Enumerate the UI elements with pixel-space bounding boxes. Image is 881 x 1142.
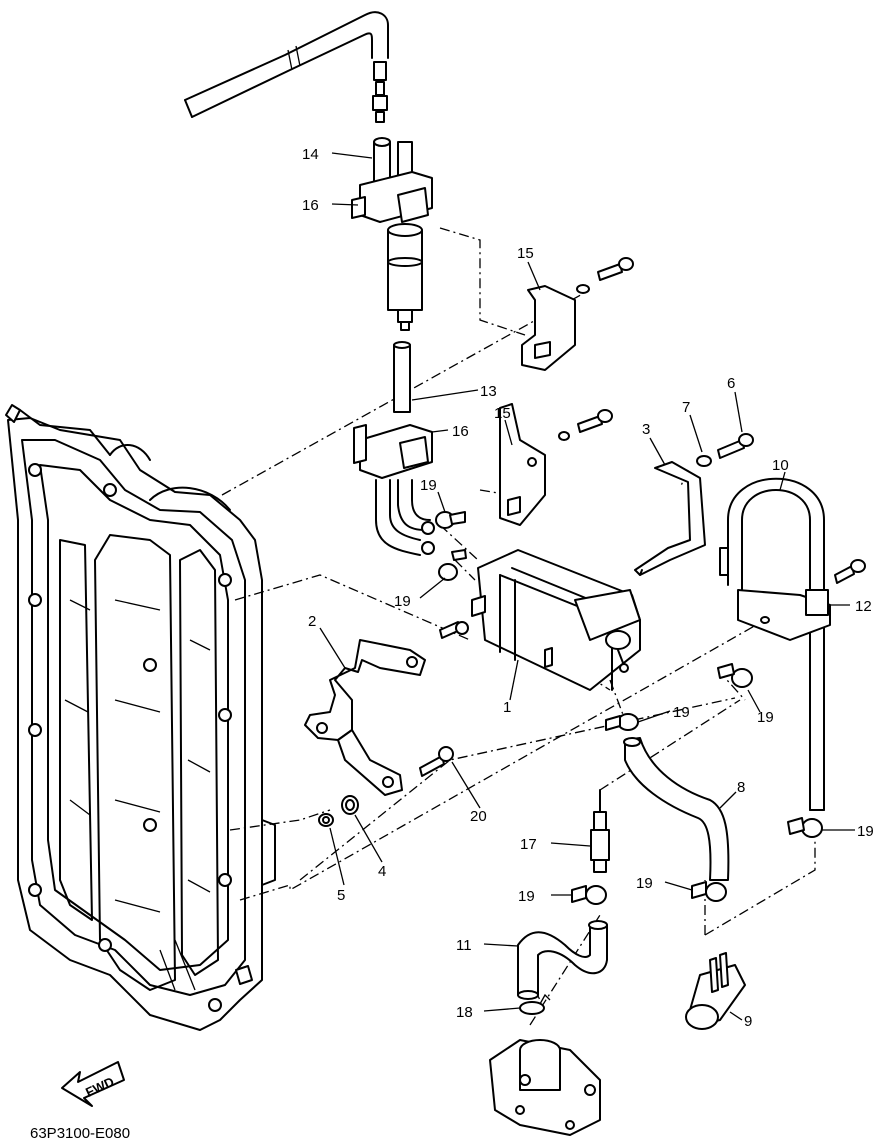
callout-16-bottom: 16 bbox=[452, 423, 469, 440]
engine-frame bbox=[5, 404, 276, 1031]
figure-code: 63P3100-E080 bbox=[30, 1125, 130, 1142]
callout-labels: 14 16 15 13 16 15 6 7 3 10 12 19 19 2 1 … bbox=[302, 146, 874, 1030]
callout-20: 20 bbox=[470, 808, 487, 825]
callout-1: 1 bbox=[503, 699, 511, 716]
callout-14: 14 bbox=[302, 146, 319, 163]
callout-19-left: 19 bbox=[394, 593, 411, 610]
hose-clamps-19 bbox=[435, 511, 823, 905]
callout-19-mid: 19 bbox=[673, 704, 690, 721]
fuel-filter-assembly bbox=[351, 137, 433, 331]
callout-19-far-right: 19 bbox=[857, 823, 874, 840]
hose-11 bbox=[517, 920, 608, 1000]
fwd-arrow-icon: FWD bbox=[61, 1061, 125, 1107]
callout-13: 13 bbox=[480, 383, 497, 400]
top-hose bbox=[184, 11, 389, 123]
callout-2: 2 bbox=[308, 613, 316, 630]
brackets-15 bbox=[499, 257, 634, 526]
callout-leaders bbox=[319, 152, 855, 1021]
callout-6: 6 bbox=[727, 375, 735, 392]
callout-5: 5 bbox=[337, 887, 345, 904]
callout-19-lower-left: 19 bbox=[518, 888, 535, 905]
bracket-2 bbox=[304, 621, 469, 827]
callout-11: 11 bbox=[456, 937, 472, 954]
callout-19-lower-right: 19 bbox=[636, 875, 653, 892]
callout-4: 4 bbox=[378, 863, 386, 880]
clip-18 bbox=[519, 993, 551, 1015]
callout-8: 8 bbox=[737, 779, 745, 796]
callout-15-bottom: 15 bbox=[494, 405, 511, 422]
canister-1 bbox=[471, 549, 641, 691]
callout-17: 17 bbox=[520, 836, 537, 853]
bracket-3 bbox=[634, 433, 754, 576]
callout-19-right: 19 bbox=[757, 709, 774, 726]
joint-17 bbox=[590, 789, 610, 873]
hose-8 bbox=[623, 737, 730, 881]
part-9-fitting bbox=[685, 952, 746, 1030]
lower-filter-hoses bbox=[353, 341, 435, 556]
callout-15-top: 15 bbox=[517, 245, 534, 262]
callout-10: 10 bbox=[772, 457, 789, 474]
callout-9: 9 bbox=[744, 1013, 752, 1030]
callout-18: 18 bbox=[456, 1004, 473, 1021]
callout-7: 7 bbox=[682, 399, 690, 416]
lower-fitting bbox=[489, 1039, 601, 1136]
callout-12: 12 bbox=[855, 598, 872, 615]
callout-3: 3 bbox=[642, 421, 650, 438]
u-hose-10 bbox=[719, 477, 866, 811]
callout-19-upper: 19 bbox=[420, 477, 437, 494]
callout-16-top: 16 bbox=[302, 197, 319, 214]
